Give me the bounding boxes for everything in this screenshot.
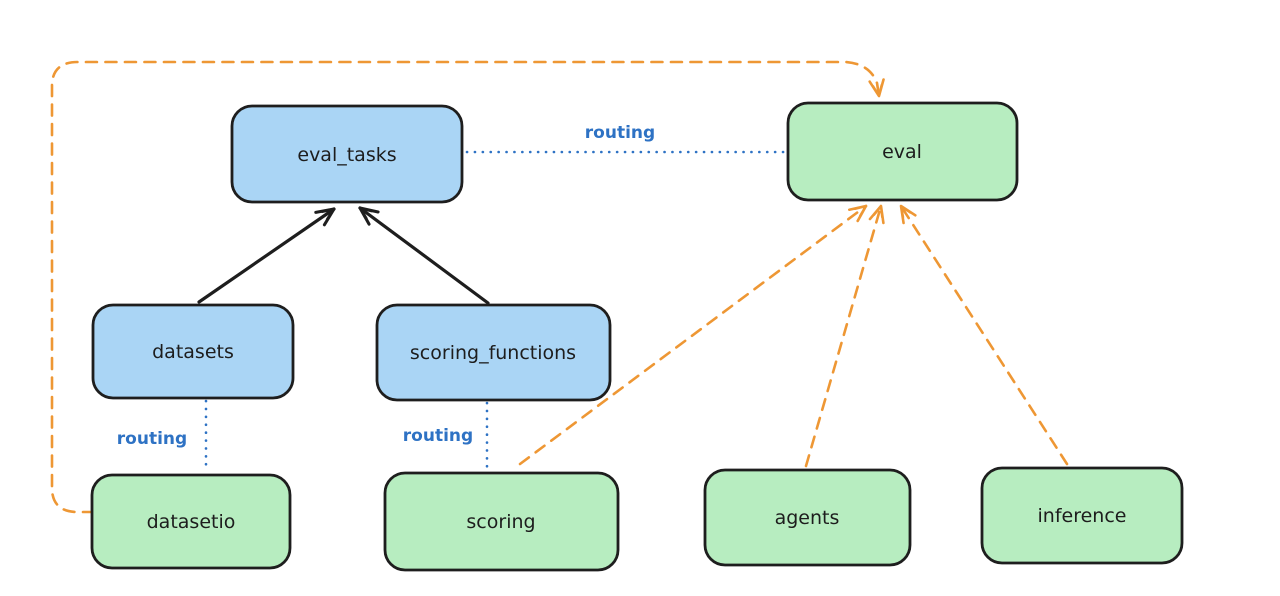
routing-label-middle: routing: [403, 426, 473, 446]
node-eval-tasks-label: eval_tasks: [297, 144, 396, 166]
edge-scoring-functions-to-eval-tasks: [358, 206, 490, 305]
node-inference: inference: [980, 466, 1184, 565]
routing-label-top: routing: [585, 123, 655, 143]
edge-inference-to-eval: [899, 204, 1069, 466]
node-eval-label: eval: [882, 141, 922, 163]
node-eval-tasks: eval_tasks: [230, 104, 464, 204]
edge-scoring-to-eval: [518, 204, 868, 466]
node-eval-tasks-box: [230, 104, 464, 204]
node-scoring-functions-label: scoring_functions: [410, 342, 576, 364]
node-agents-box: [703, 468, 912, 567]
routing-label-left: routing: [117, 429, 187, 449]
edge-datasetio-to-eval: [50, 60, 885, 514]
edge-datasets-to-eval-tasks: [197, 207, 336, 304]
node-agents: agents: [703, 468, 912, 567]
node-eval: eval: [786, 101, 1019, 202]
node-datasets: datasets: [91, 303, 295, 400]
node-eval-box: [786, 101, 1019, 202]
node-scoring-functions: scoring_functions: [375, 303, 612, 402]
node-scoring: scoring: [383, 471, 620, 572]
node-datasetio-box: [90, 473, 292, 570]
node-datasetio-label: datasetio: [147, 511, 236, 533]
node-scoring-functions-box: [375, 303, 612, 402]
node-scoring-box: [383, 471, 620, 572]
edge-agents-to-eval: [804, 204, 885, 468]
node-inference-label: inference: [1038, 505, 1127, 527]
node-datasetio: datasetio: [90, 473, 292, 570]
node-datasets-box: [91, 303, 295, 400]
node-inference-box: [980, 466, 1184, 565]
node-agents-label: agents: [775, 507, 840, 529]
node-scoring-label: scoring: [466, 511, 535, 533]
node-datasets-label: datasets: [152, 341, 234, 363]
